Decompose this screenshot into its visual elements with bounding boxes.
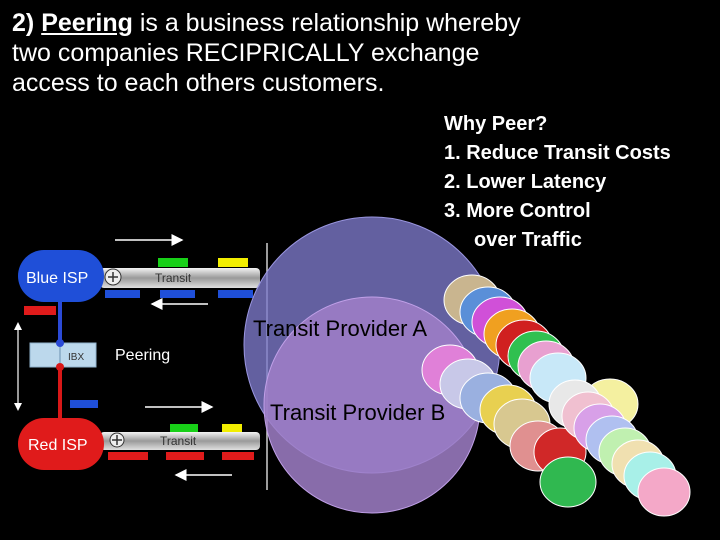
- packet-red-bottom-3: [222, 452, 254, 460]
- blue-isp-label: Blue ISP: [26, 270, 88, 287]
- double-arrow-head-up: [14, 322, 22, 330]
- headline-line1-rest: is a business relationship whereby: [132, 9, 521, 37]
- customer-oval: [637, 467, 691, 517]
- why-peer-list: Why Peer? 1. Reduce Transit Costs 2. Low…: [444, 110, 671, 255]
- ibx-red-port: [56, 363, 64, 371]
- packet-yellow-bottom: [222, 424, 242, 432]
- ibx-box: [29, 342, 97, 368]
- headline-term: Peering: [41, 9, 133, 37]
- packet-red-bottom-1: [108, 452, 148, 460]
- transit-label-top: Transit: [155, 271, 192, 285]
- why-peer-item-2: 2. Lower Latency: [444, 171, 607, 193]
- headline-line-3: access to each others customers.: [12, 69, 385, 97]
- packet-green-top: [158, 258, 188, 267]
- headline-line-1: 2) Peering is a business relationship wh…: [12, 8, 612, 38]
- transit-pipe-top: [100, 268, 260, 288]
- why-peer-item-3: 3. More Control: [444, 200, 591, 222]
- router-icon-bottom-cross: [112, 435, 122, 445]
- why-peer-item-3-continuation: over Traffic: [474, 229, 582, 251]
- packet-blue-top-3: [218, 290, 253, 298]
- headline: 2) Peering is a business relationship wh…: [12, 8, 612, 98]
- red-isp-pill: [18, 418, 104, 470]
- ibx-label: IBX: [68, 352, 84, 363]
- headline-line-2: two companies RECIPRICALLY exchange: [12, 39, 480, 67]
- customer-ovals-b: [421, 344, 691, 517]
- blue-isp-pill: [18, 250, 104, 302]
- double-arrow-head-down: [14, 403, 22, 411]
- transit-pipe-bottom: [100, 432, 260, 450]
- headline-number: 2): [12, 9, 35, 37]
- packet-yellow-top: [218, 258, 248, 267]
- transit-label-bottom: Transit: [160, 434, 197, 448]
- peering-label: Peering: [115, 347, 170, 364]
- transit-provider-b-label: Transit Provider B: [270, 400, 445, 425]
- ibx-blue-port: [56, 339, 64, 347]
- packet-blue-top-1: [105, 290, 140, 298]
- why-peer-title: Why Peer?: [444, 113, 548, 135]
- why-peer-item-1: 1. Reduce Transit Costs: [444, 142, 671, 164]
- router-icon-top-cross: [108, 272, 118, 282]
- packet-blue-top-2: [160, 290, 195, 298]
- packet-blue-left: [70, 400, 98, 408]
- red-isp-label: Red ISP: [28, 437, 88, 454]
- packet-red-left: [24, 306, 56, 315]
- transit-provider-a-label: Transit Provider A: [253, 316, 427, 341]
- packet-green-bottom: [170, 424, 198, 432]
- packet-red-bottom-2: [166, 452, 204, 460]
- customer-oval: [539, 456, 597, 508]
